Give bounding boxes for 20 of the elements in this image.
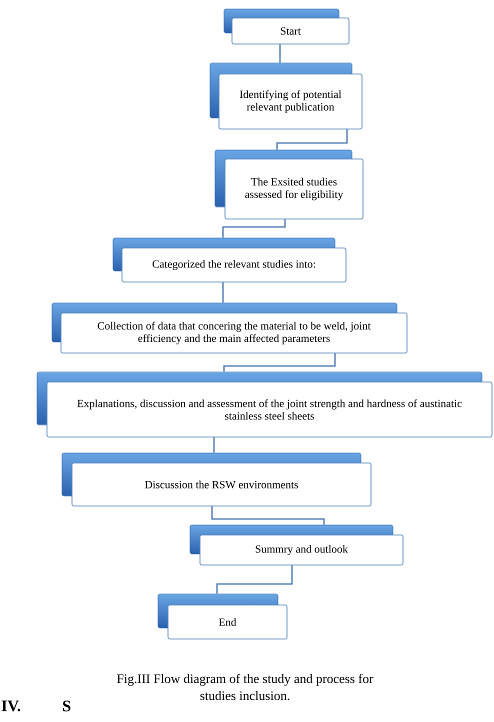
process-box: Explanations, discussion and assessment of the joint strength and hardness of austinatic stainless steel sheets xyxy=(36,372,492,438)
process-box: Summry and outlook xyxy=(190,524,404,566)
process-box: The Exsited studies assessed for eligibility xyxy=(214,150,364,220)
process-box: Collection of data that concering the material to be weld, joint efficiency and the main affected parameters xyxy=(52,302,408,354)
caption: Fig.III Flow diagram of the study and process for studies inclusion. xyxy=(117,674,374,700)
section-number: IV. xyxy=(2,700,20,712)
connector-line xyxy=(222,282,224,303)
connector-line xyxy=(276,129,348,150)
connector-line xyxy=(216,565,293,594)
process-box: Start xyxy=(224,8,350,44)
connector-line xyxy=(223,353,336,372)
process-box: Discussion the RSW environments xyxy=(62,452,372,506)
connector-line xyxy=(279,44,281,63)
connector-line xyxy=(213,437,215,453)
connector-line xyxy=(222,219,286,238)
connector-line xyxy=(211,506,325,525)
process-box: Identifying of potential relevant publication xyxy=(210,62,362,130)
process-box: End xyxy=(158,594,288,640)
heading-text: S xyxy=(63,700,70,712)
process-box: Categorized the relevant studies into: xyxy=(112,238,346,282)
